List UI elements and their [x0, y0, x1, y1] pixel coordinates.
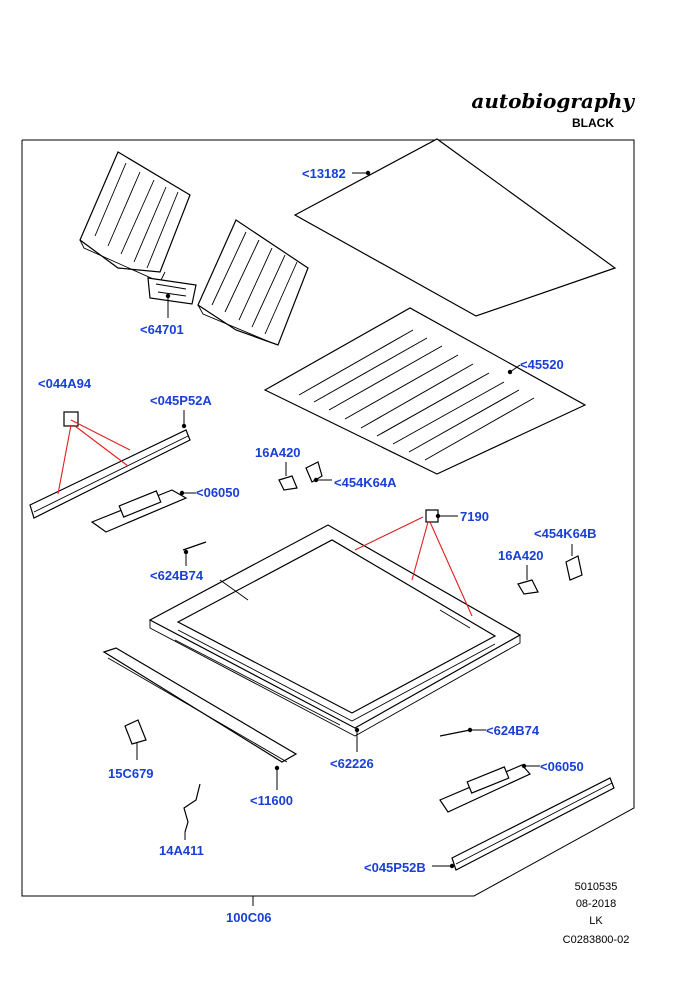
callout-7190[interactable]: 7190 [460, 509, 489, 524]
callout-13182[interactable]: <13182 [302, 166, 346, 181]
callout-14A411[interactable]: 14A411 [159, 843, 204, 858]
callout-045P52B[interactable]: <045P52B [364, 860, 426, 875]
part-45520-ribbed-mat [263, 307, 587, 475]
part-454K64A-bracket [305, 461, 323, 483]
callout-045P52A[interactable]: <045P52A [150, 393, 212, 408]
part-16A420-pad-lower [517, 579, 539, 595]
callout-454K64B[interactable]: <454K64B [534, 526, 597, 541]
callout-45520[interactable]: <45520 [520, 357, 564, 372]
part-06050-actuator-lower [439, 764, 531, 813]
callout-15C679[interactable]: 15C679 [108, 766, 154, 781]
callout-624B74-lower[interactable]: <624B74 [486, 723, 540, 738]
part-045P52B-right-rail [451, 777, 615, 871]
meta-line-2: 08-2018 [576, 898, 616, 910]
brand-script: autobiography [471, 89, 635, 113]
part-16A420-pad-upper [278, 475, 298, 491]
callout-16A420-lower[interactable]: 16A420 [498, 548, 544, 563]
part-044A94-clip [63, 411, 79, 427]
part-624B74-spring-upper [182, 541, 207, 551]
part-14A411-harness [183, 783, 201, 833]
callout-044A94[interactable]: <044A94 [38, 376, 92, 391]
callout-16A420-upper[interactable]: 16A420 [255, 445, 301, 460]
part-06050-actuator-upper [90, 489, 188, 533]
part-045P52A-left-rail [29, 429, 191, 519]
callout-64701[interactable]: <64701 [140, 322, 184, 337]
part-62226-floor-frame [148, 524, 522, 737]
callout-454K64A[interactable]: <454K64A [334, 475, 397, 490]
meta-line-3: LK [589, 915, 603, 927]
callout-11600[interactable]: <11600 [250, 793, 293, 808]
callout-06050-upper[interactable]: <06050 [196, 485, 240, 500]
part-64701-right-basket [197, 219, 309, 346]
part-624B74-spring-lower [439, 729, 471, 737]
part-64701-bracket [147, 277, 197, 305]
callout-100C06[interactable]: 100C06 [226, 910, 272, 925]
meta-line-1: 5010535 [575, 881, 618, 893]
callout-62226[interactable]: <62226 [330, 756, 374, 771]
meta-block: 5010535 08-2018 LK C0283800-02 [563, 881, 630, 946]
part-11600-front-rail [102, 647, 298, 763]
part-454K64B-bracket [565, 555, 583, 581]
callout-06050-lower[interactable]: <06050 [540, 759, 584, 774]
meta-line-4: C0283800-02 [563, 934, 630, 946]
frame-border [21, 139, 635, 897]
brand-sub: BLACK [572, 116, 614, 130]
part-15C679-bracket [124, 719, 147, 745]
callout-624B74-upper[interactable]: <624B74 [150, 568, 204, 583]
part-64701-left-basket [79, 151, 191, 283]
part-13182-sheet [293, 138, 617, 317]
